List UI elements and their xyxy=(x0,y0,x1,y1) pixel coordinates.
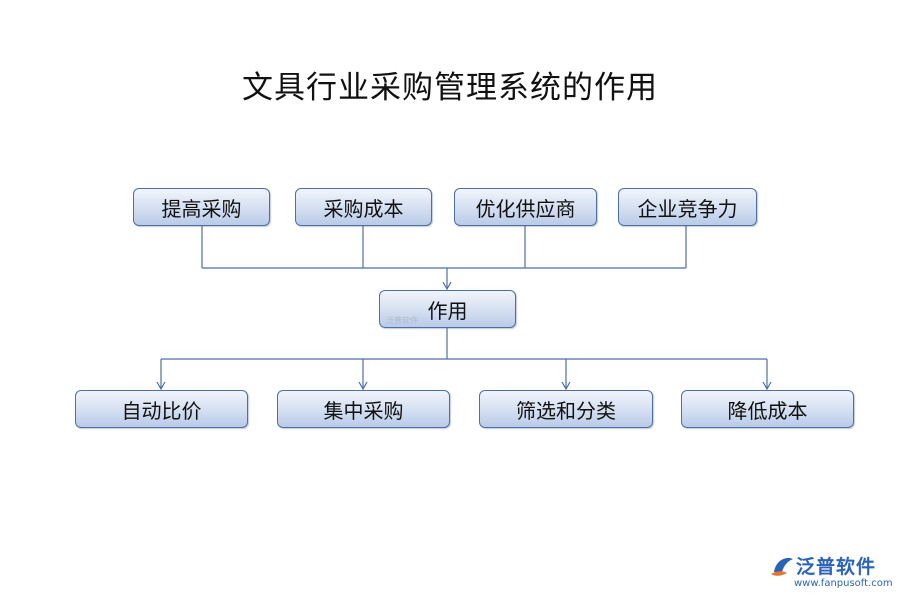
diagram-title: 文具行业采购管理系统的作用 xyxy=(242,70,658,106)
node-bottom-3: 筛选和分类 xyxy=(479,390,653,428)
node-bottom-4: 降低成本 xyxy=(681,390,854,428)
node-top-3: 优化供应商 xyxy=(454,188,597,226)
logo-name: 泛普软件 xyxy=(796,556,877,578)
brand-logo: 泛普软件 www.fanpusoft.com xyxy=(768,550,893,594)
node-top-1: 提高采购 xyxy=(133,188,270,226)
watermark-text: 泛普软件 xyxy=(386,316,418,325)
node-bottom-1: 自动比价 xyxy=(75,390,248,428)
node-bottom-2: 集中采购 xyxy=(277,390,450,428)
node-top-4: 企业竞争力 xyxy=(618,188,757,226)
arrow-bottom-2 xyxy=(358,381,368,391)
logo-url: www.fanpusoft.com xyxy=(794,578,893,589)
node-top-2: 采购成本 xyxy=(295,188,432,226)
arrow-bottom-1 xyxy=(156,381,166,391)
node-center: 作用 xyxy=(379,290,516,328)
arrow-bottom-4 xyxy=(762,381,772,391)
arrow-bottom-3 xyxy=(561,381,571,391)
arrow-to-center xyxy=(442,281,452,291)
logo-mark-icon xyxy=(771,558,793,576)
